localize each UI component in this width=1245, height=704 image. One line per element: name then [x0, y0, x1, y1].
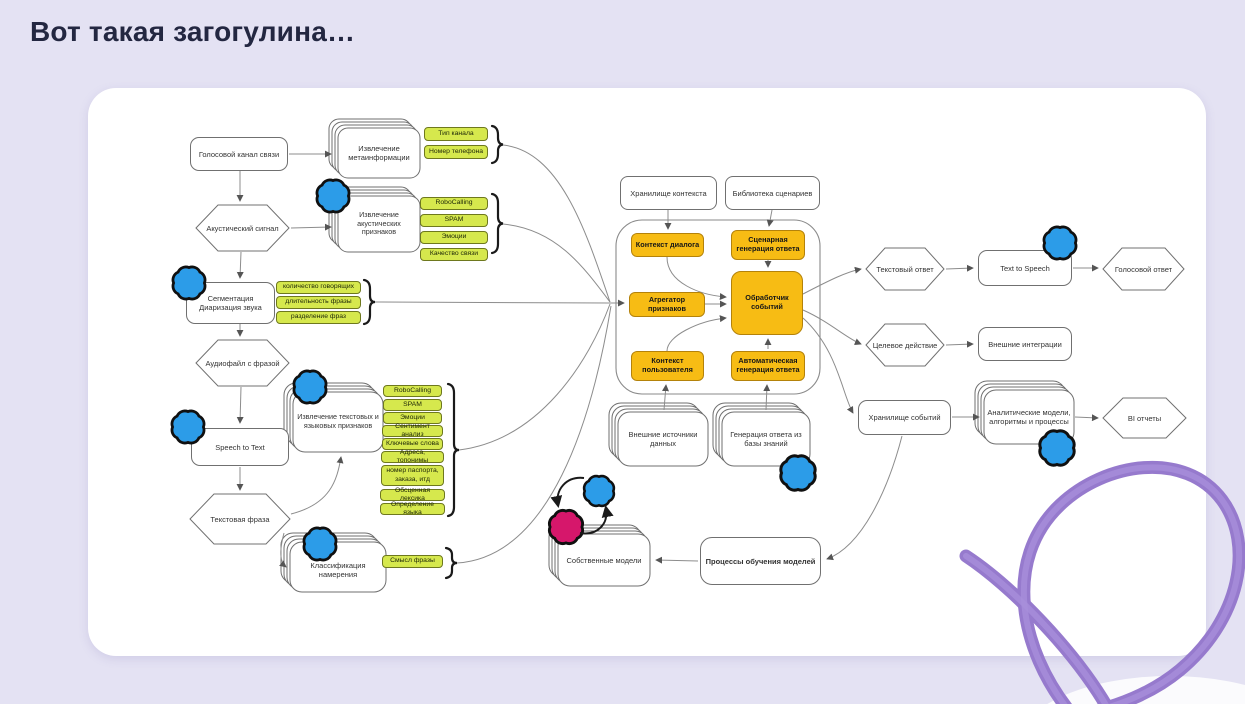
- feature-phone-number: Номер телефона: [424, 145, 488, 159]
- acoustic-signal-hex: [195, 204, 290, 252]
- feature-addresses: Адреса, топонимы: [381, 449, 444, 464]
- feature-emotions-1: Эмоции: [420, 231, 488, 244]
- training-processes-node: Процессы обучения моделей: [700, 537, 821, 585]
- stacked-nodes: [280, 118, 1075, 593]
- cloud-icon-tts: [1042, 225, 1078, 261]
- feature-spam-2: SPAM: [383, 399, 442, 411]
- slide-title: Вот такая загогулина…: [30, 16, 356, 47]
- voice-answer-hex: [1102, 247, 1185, 291]
- feature-channel-type: Тип канала: [424, 127, 488, 141]
- feature-emotions-2: Эмоции: [383, 412, 442, 424]
- feature-obscene: Обсценная лексика: [380, 487, 445, 502]
- feature-robocalling-2: RoboCalling: [383, 385, 442, 397]
- purple-squiggle: [959, 460, 1245, 704]
- feature-phrase-meaning: Смысл фразы: [382, 555, 443, 568]
- feature-robocalling-1: RoboCalling: [420, 197, 488, 210]
- model-sync-arrows: [550, 476, 614, 535]
- dialog-context-node: Контекст диалога: [631, 233, 704, 257]
- feature-language-detection: Определение языка: [380, 501, 445, 516]
- cloud-icons: [170, 178, 1078, 562]
- cloud-icon-kb-generation: [779, 454, 817, 492]
- feature-connection-quality: Качество связи: [420, 248, 488, 261]
- text-phrase-label: Текстовая фраза: [210, 514, 270, 524]
- cloud-icon-models-pink: [547, 508, 585, 546]
- feature-phrase-split: разделение фраз: [276, 311, 361, 324]
- scenario-generation-node: Сценарная генерация ответа: [731, 230, 805, 260]
- auto-generation-node: Автоматическая генерация ответа: [731, 351, 805, 381]
- text-phrase-hex: [189, 493, 291, 545]
- feature-passport: номер паспорта, заказа, итд: [381, 465, 444, 486]
- kb-generation-label: Генерация ответа из базы знаний: [730, 430, 802, 448]
- cloud-icon-models-blue: [582, 474, 616, 508]
- scenario-library-node: Библиотека сценариев: [725, 176, 820, 210]
- cloud-icon-analytics: [1038, 429, 1076, 467]
- cloud-icon-text-extraction: [292, 369, 328, 405]
- user-context-node: Контекст пользователя: [631, 351, 704, 381]
- text-answer-label: Текстовый ответ: [876, 264, 934, 274]
- analytic-models-label: Аналитические модели, алгоритмы и процес…: [987, 408, 1071, 426]
- hexagon-nodes: [189, 204, 1187, 545]
- own-models-stack: [548, 524, 651, 587]
- text-extraction-label: Извлечение текстовых и языковых признако…: [297, 412, 379, 430]
- feature-speakers-count: количество говорящих: [276, 281, 361, 294]
- meta-extraction-label: Извлечение метаинформации: [348, 144, 410, 162]
- feature-aggregator-node: Агрегатор признаков: [629, 292, 705, 317]
- target-action-label: Целевое действие: [872, 340, 938, 350]
- feature-spam-1: SPAM: [420, 214, 488, 227]
- event-storage-node: Хранилище событий: [858, 400, 951, 435]
- text-answer-hex: [865, 247, 945, 291]
- meta-extraction-stack: [328, 118, 421, 179]
- bi-reports-hex: [1102, 397, 1187, 439]
- voice-answer-label: Голосовой ответ: [1114, 264, 1173, 274]
- context-storage-node: Хранилище контекста: [620, 176, 717, 210]
- bi-reports-label: BI отчеты: [1127, 413, 1162, 423]
- cloud-icon-acoustic: [315, 178, 351, 214]
- external-integrations-node: Внешние интеграции: [978, 327, 1072, 361]
- cloud-icon-segmentation: [171, 265, 207, 301]
- connectors: [236, 144, 1099, 568]
- audio-file-hex: [195, 339, 290, 387]
- cloud-icon-speech-to-text: [170, 409, 206, 445]
- own-models-label: Собственные модели: [566, 555, 642, 565]
- cloud-icon-intent: [302, 526, 338, 562]
- external-sources-stack: [608, 402, 709, 467]
- external-sources-label: Внешние источники данных: [628, 430, 698, 448]
- audio-file-label: Аудиофайл с фразой: [205, 358, 280, 368]
- acoustic-signal-label: Акустический сигнал: [206, 223, 279, 233]
- voice-channel-node: Голосовой канал связи: [190, 137, 288, 171]
- acoustic-extraction-label: Извлечение акустических признаков: [357, 210, 401, 237]
- event-processor-node: Обработчик событий: [731, 271, 803, 335]
- kb-generation-stack: [712, 402, 811, 467]
- feature-sentiment: Сентимент анализ: [382, 423, 443, 438]
- feature-phrase-duration: длительность фразы: [276, 296, 361, 309]
- speech-to-text-node: Speech to Text: [191, 428, 289, 466]
- target-action-hex: [865, 323, 945, 367]
- analytic-models-stack: [974, 380, 1075, 445]
- intent-classification-label: Классификация намерения: [310, 561, 366, 579]
- text-to-speech-node: Text to Speech: [978, 250, 1072, 286]
- feature-keywords: Ключевые слова: [382, 438, 443, 450]
